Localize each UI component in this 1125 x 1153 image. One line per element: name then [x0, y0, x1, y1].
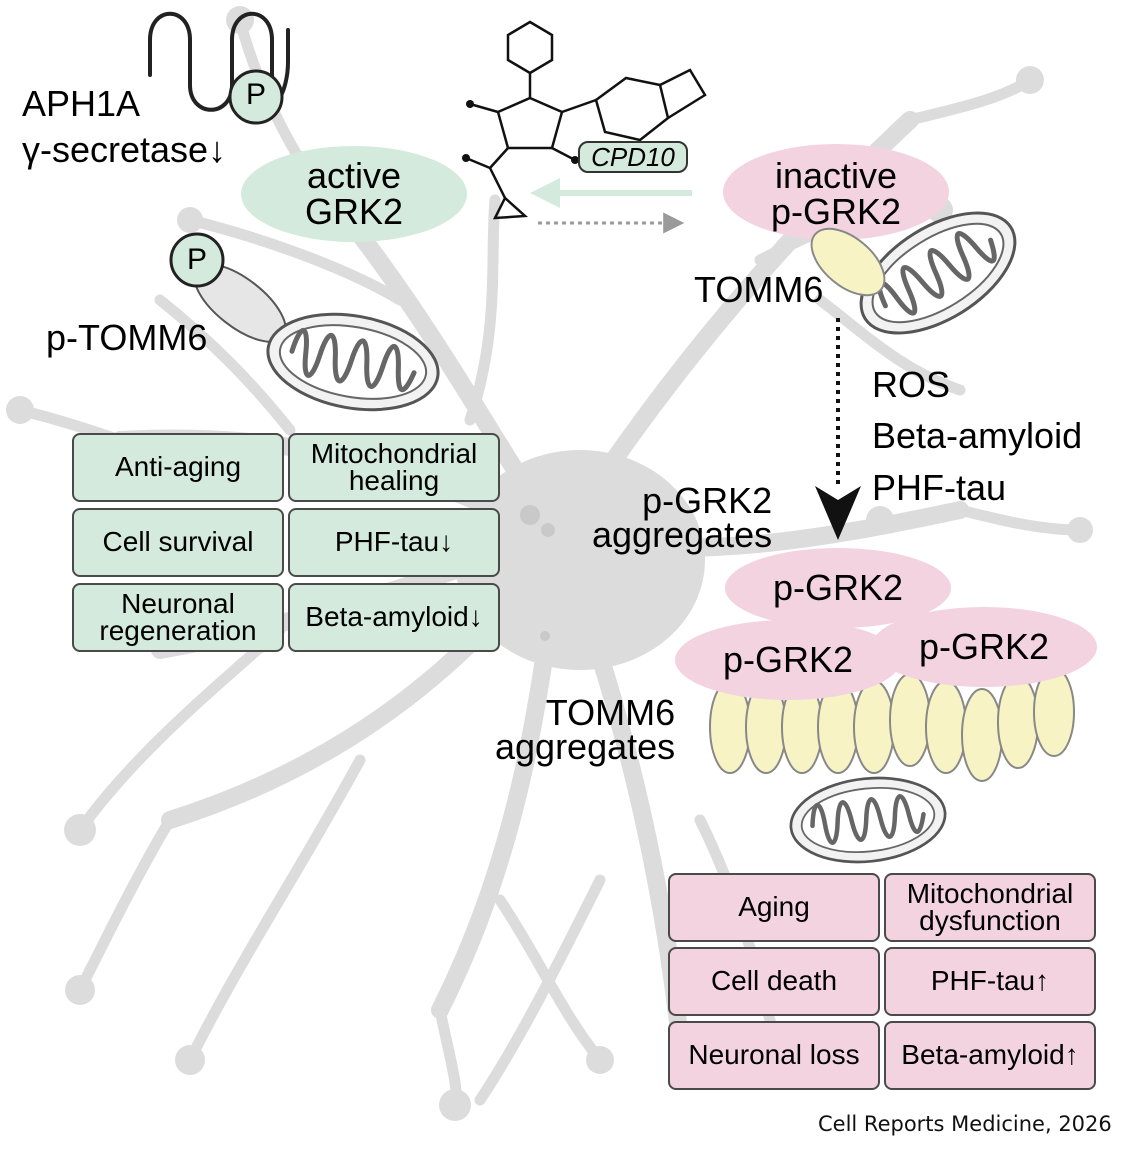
ros-label: ROS — [872, 364, 951, 405]
active-grk2-oval — [241, 146, 467, 242]
tomm6-aggregate-ovals — [709, 667, 1075, 782]
effect-cell-survival: Cell survival — [72, 508, 284, 577]
neuron-soma — [6, 6, 1093, 1121]
effect-aging: Aging — [668, 873, 880, 942]
cpd10-label: CPD10 — [578, 141, 688, 173]
cpd10-structure — [465, 20, 707, 220]
effect-mitochondrial-dysfunction: Mitochondrial dysfunction — [884, 873, 1096, 942]
phospho-circle-2 — [169, 232, 225, 288]
pgrk2-aggregate-label-2: p-GRK2 — [722, 639, 854, 680]
pgrk2-aggregate-label-1: p-GRK2 — [772, 567, 904, 608]
tomm6-aggregates-label: TOMM6 aggregates — [495, 692, 676, 768]
effect-beta-amyloid-up: Beta-amyloid↑ — [884, 1021, 1096, 1090]
tomm6-label: TOMM6 — [694, 269, 824, 310]
pgrk2-aggregates-label: p-GRK2 aggregates — [592, 480, 773, 556]
phospho-circle-1 — [228, 69, 284, 125]
pgrk2-aggregate-2 — [675, 620, 901, 700]
effect-cell-death: Cell death — [668, 947, 880, 1016]
source-credit: Cell Reports Medicine, 2026 — [818, 1112, 1112, 1136]
p-tomm6-label: p-TOMM6 — [46, 317, 208, 358]
cpd10-atoms — [462, 100, 579, 164]
soma-granules — [520, 505, 555, 641]
pgrk2-aggregate-label-3: p-GRK2 — [918, 626, 1050, 667]
gamma-secretase-label: γ-secretase↓ — [22, 129, 227, 170]
stress-arrowhead — [815, 486, 861, 540]
pgrk2-aggregate-3 — [871, 607, 1097, 687]
mitochondrion-damaged — [787, 771, 950, 870]
effect-phf-tau-down: PHF-tau↓ — [288, 508, 500, 577]
beta-amyloid-label: Beta-amyloid — [872, 415, 1083, 456]
phospho-label-2: P — [186, 243, 207, 276]
inactive-pgrk2-label: inactive p-GRK2 — [770, 155, 902, 232]
phospho-label-1: P — [245, 78, 266, 111]
effect-beta-amyloid-down: Beta-amyloid↓ — [288, 583, 500, 652]
effect-neuronal-regeneration: Neuronal regeneration — [72, 583, 284, 652]
active-grk2-label: active GRK2 — [304, 155, 404, 232]
tomm6-oval — [810, 227, 886, 297]
phf-tau-label: PHF-tau — [872, 467, 1007, 508]
pgrk2-aggregate-1 — [725, 548, 951, 628]
inactive-pgrk2-oval — [723, 144, 949, 240]
activation-arrowhead — [530, 178, 560, 208]
effect-neuronal-loss: Neuronal loss — [668, 1021, 880, 1090]
aph1a-label: APH1A — [22, 83, 141, 124]
effect-phf-tau-up: PHF-tau↑ — [884, 947, 1096, 1016]
effect-anti-aging: Anti-aging — [72, 433, 284, 502]
effect-mitochondrial-healing: Mitochondrial healing — [288, 433, 500, 502]
